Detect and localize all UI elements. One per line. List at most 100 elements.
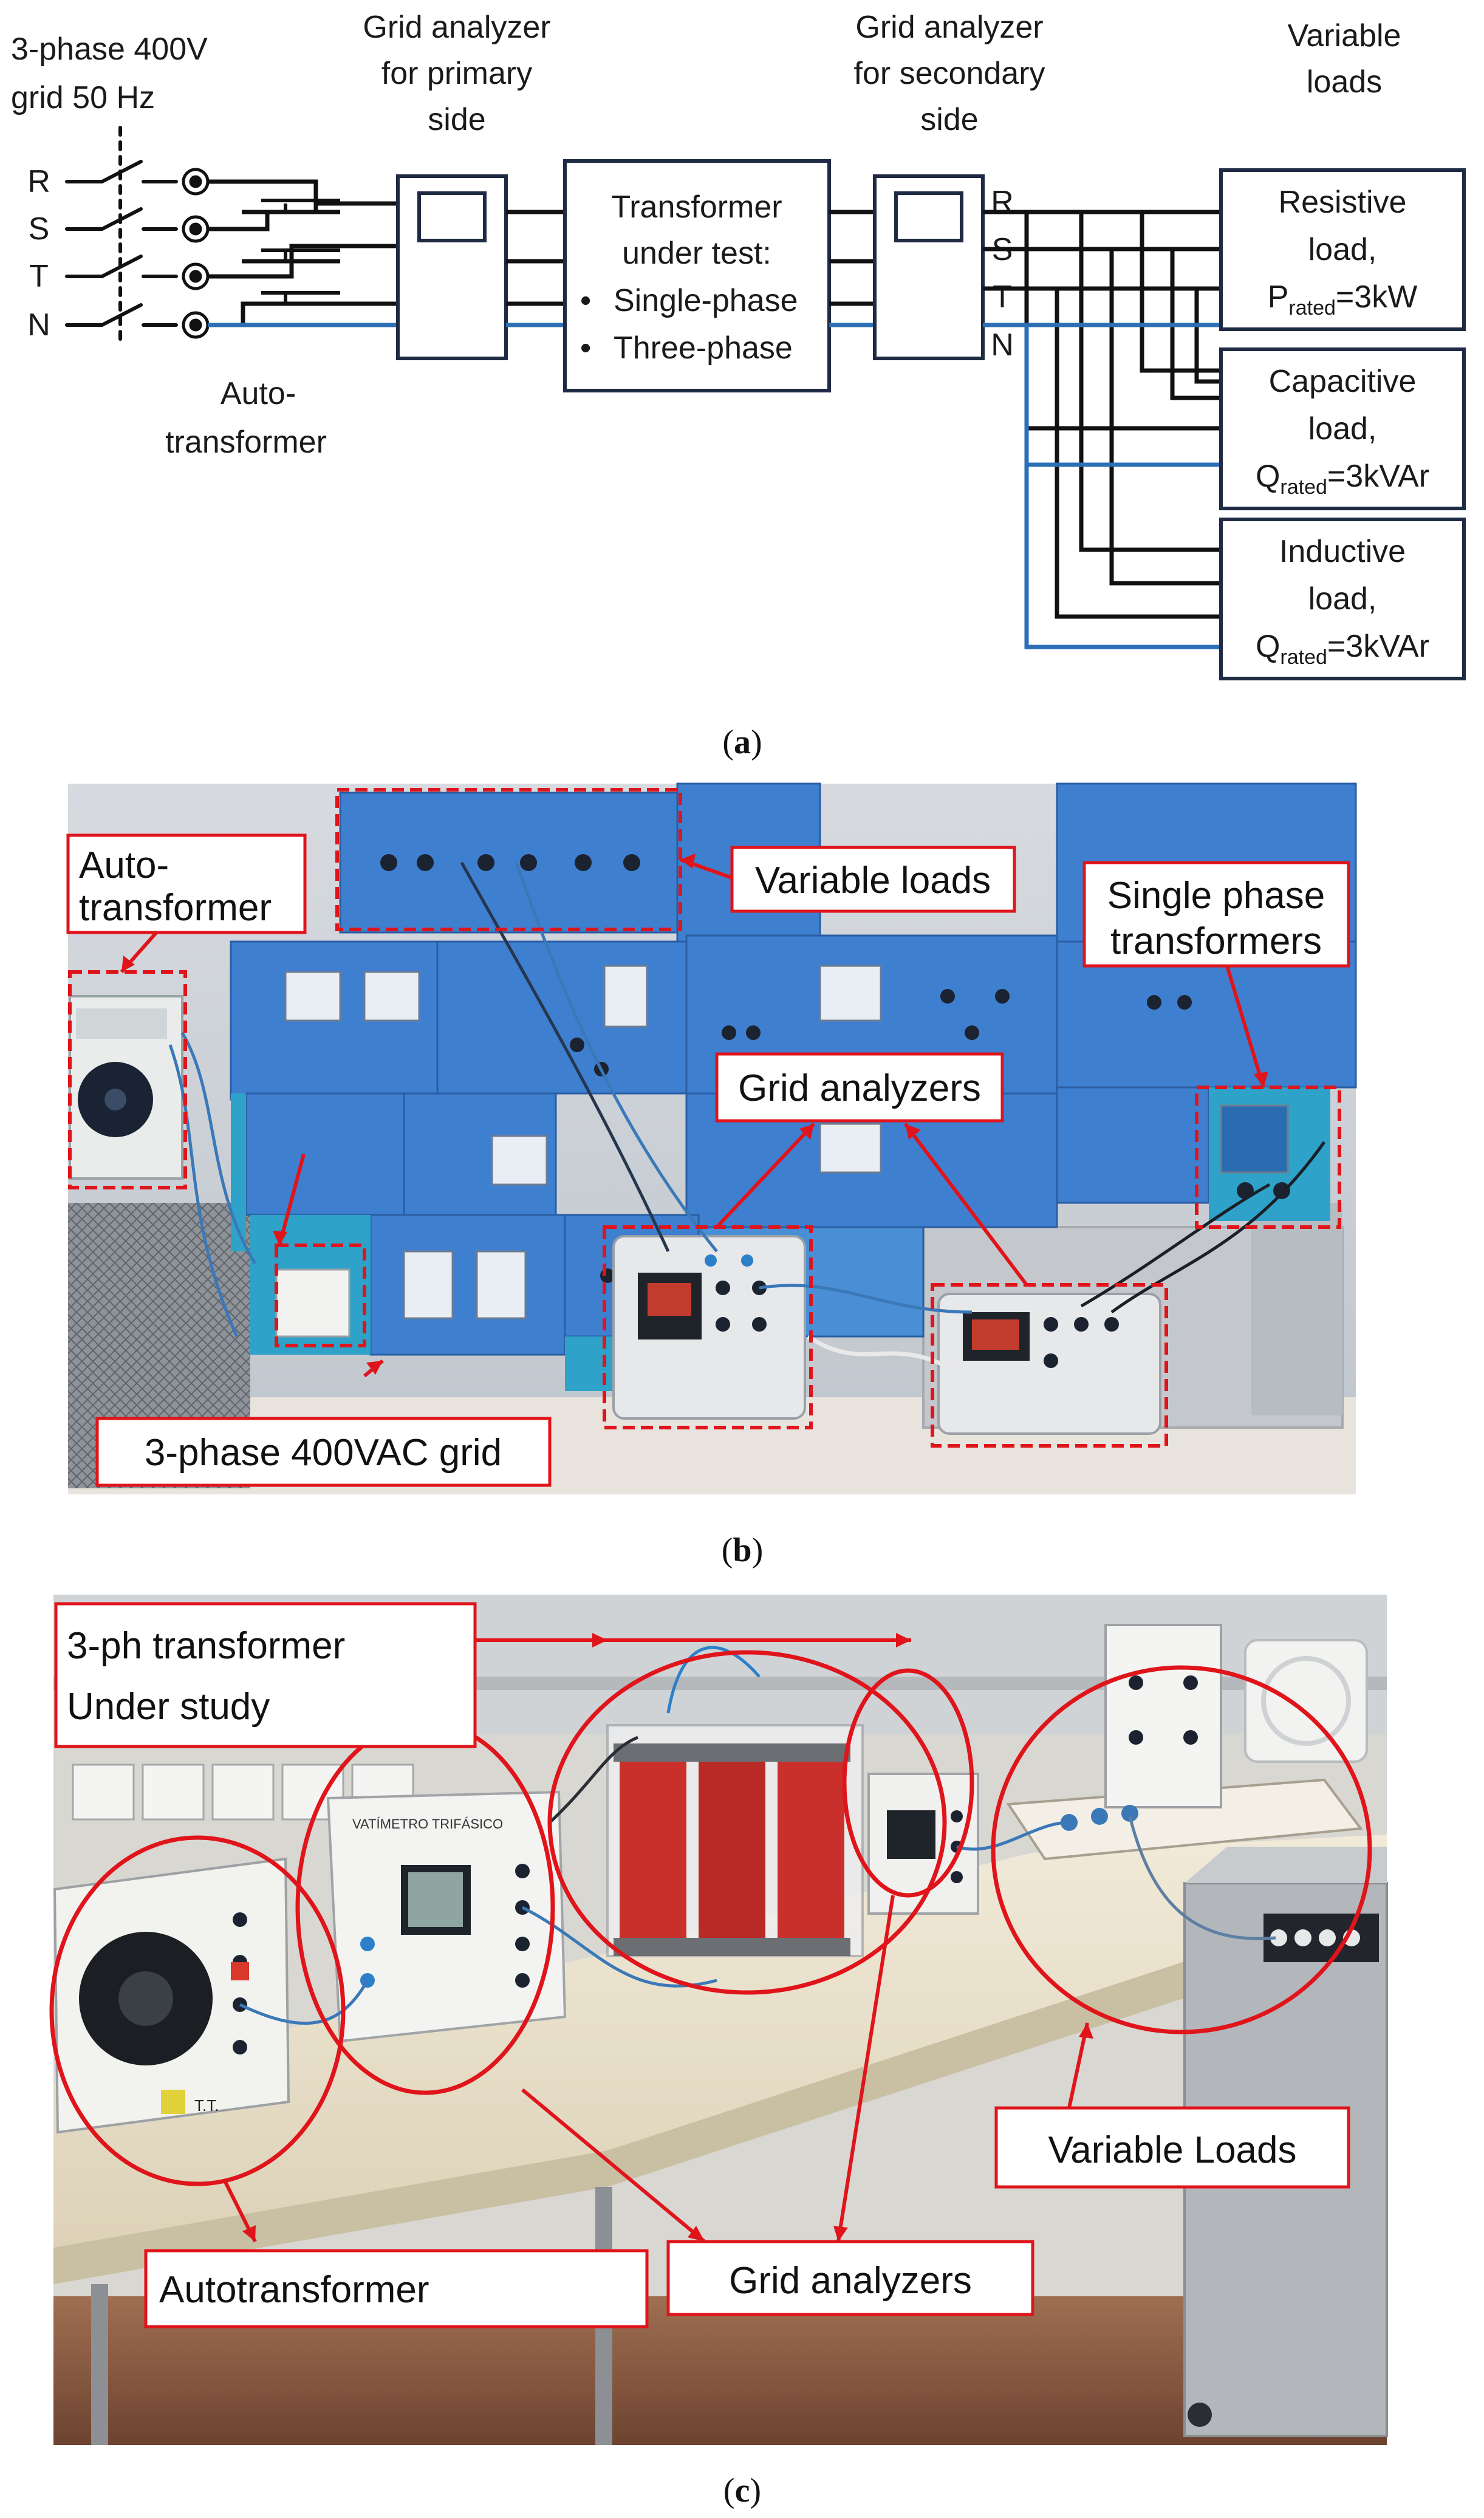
- three-phase-transformer: [606, 1724, 864, 1957]
- inductive-symbol: Q: [1256, 629, 1280, 664]
- resistive-line2: load,: [1308, 232, 1377, 267]
- caption-b-close: ): [752, 1531, 764, 1569]
- phase-label-n: N: [27, 307, 50, 343]
- analyzer-primary-line3: side: [428, 102, 485, 137]
- label-transformer-c-line1: 3-ph transformer: [67, 1625, 345, 1667]
- caption-c: (c): [723, 2472, 761, 2509]
- phase-label-t: T: [29, 259, 49, 294]
- capacitive-rating: Qrated=3kVAr: [1256, 459, 1429, 499]
- transformer-bullet-2: Three-phase: [614, 330, 793, 366]
- label-transformer-c-line2: Under study: [67, 1686, 270, 1728]
- callout-arrowheads-b: [121, 854, 1268, 1375]
- phase-label-r: R: [27, 164, 50, 199]
- secondary-phase-r: R: [991, 185, 1014, 220]
- inductive-line1: Inductive: [1279, 534, 1406, 569]
- load-neutral-wiring: [983, 323, 1221, 649]
- grid-label-line1: 3-phase 400V: [11, 32, 208, 67]
- bullet-icon: •: [580, 283, 591, 318]
- analyzer-box-2: [937, 1293, 1161, 1435]
- label-single-phase-b-line2: transformers: [1110, 920, 1322, 962]
- panel-a-schematic: 3-phase 400V grid 50 Hz R S T N: [11, 10, 1466, 761]
- resistive-load-box: Resistive load, Prated=3kW: [1219, 168, 1466, 331]
- label-grid-analyzers-b: Grid analyzers: [738, 1067, 981, 1109]
- autotransformer-taps: [261, 199, 340, 304]
- phase-label-s: S: [29, 211, 50, 247]
- primary-to-transformer-wiring: [506, 210, 565, 306]
- photo-c-cables: [239, 1646, 1276, 2025]
- inductive-line2: load,: [1308, 581, 1377, 617]
- panel-sockets: [380, 854, 1290, 1283]
- fan: [1244, 1639, 1368, 1763]
- analyzer-box-1: [612, 1235, 806, 1420]
- caption-b-letter: b: [733, 1531, 751, 1569]
- caption-b: (b): [722, 1531, 763, 1569]
- secondary-phase-n: N: [991, 327, 1014, 363]
- table-edge: [53, 1895, 1387, 2284]
- label-box-autotransformer-c: Autotransformer: [144, 2249, 649, 2328]
- label-autotransformer-b-line1: Auto-: [79, 844, 169, 886]
- metal-cabinet-side: [1251, 1203, 1342, 1415]
- resistive-value: =3kW: [1336, 279, 1417, 315]
- label-box-grid-b: 3-phase 400VAC grid: [95, 1417, 552, 1487]
- transformer-to-secondary-wiring: [829, 210, 875, 306]
- variable-loads-line1: Variable: [1288, 18, 1401, 53]
- resistive-line1: Resistive: [1279, 185, 1407, 220]
- autotransformer-label-line1: Auto-: [221, 376, 296, 411]
- label-variable-loads-b: Variable loads: [755, 860, 991, 901]
- resistive-sub: rated: [1288, 296, 1336, 320]
- caption-a-close: ): [751, 724, 762, 761]
- bullet-icon: •: [580, 330, 591, 366]
- load-wiring: [983, 210, 1221, 619]
- label-box-grid-analyzers-b: Grid analyzers: [715, 1052, 1004, 1123]
- analyzer-secondary-line1: Grid analyzer: [855, 10, 1043, 45]
- wattmeter-label: VATÍMETRO TRIFÁSICO: [352, 1816, 503, 1832]
- breaker-box: [275, 1268, 350, 1338]
- label-single-phase-b-line1: Single phase: [1107, 875, 1325, 917]
- label-box-grid-analyzers-c: Grid analyzers: [666, 2240, 1034, 2316]
- panel-b-photo: Auto- transformer Variable loads Single …: [66, 782, 1357, 1569]
- resistive-rating: Prated=3kW: [1268, 279, 1418, 320]
- label-grid-analyzers-c: Grid analyzers: [729, 2260, 972, 2302]
- label-box-variable-loads-b: Variable loads: [730, 846, 1016, 913]
- transformer-line1: Transformer: [611, 190, 782, 225]
- caption-c-close: ): [750, 2472, 761, 2509]
- capacitive-load-box: Capacitive load, Qrated=3kVAr: [1219, 347, 1466, 510]
- autotransformer-device-label: T.T.: [194, 2096, 219, 2115]
- caption-a-letter: a: [734, 724, 751, 761]
- dashed-callouts-b: [68, 788, 1341, 1448]
- grid-label-line2: grid 50 Hz: [11, 80, 155, 115]
- transformer-under-test: Transformer under test: • Single-phase •…: [563, 159, 831, 392]
- autotransformer-device: [69, 995, 183, 1180]
- analyzer-primary-screen: [417, 191, 487, 242]
- caption-a-open: (: [722, 724, 734, 761]
- grid-analyzer-primary: Grid analyzer for primary side: [363, 10, 551, 360]
- analyzer-primary-line2: for primary: [381, 56, 532, 91]
- variable-loads-line2: loads: [1307, 64, 1382, 100]
- analyzer-secondary-screen: [894, 191, 963, 242]
- transformer-bullet-1: Single-phase: [614, 283, 798, 318]
- inductive-load-box: Inductive load, Qrated=3kVAr: [1219, 518, 1466, 680]
- callout-arrowheads-c: [242, 1633, 1093, 2242]
- analyzer-secondary-line2: for secondary: [853, 56, 1045, 91]
- panel-c-photo: VATÍMETRO TRIFÁSICO T.T.: [49, 1595, 1388, 2509]
- transformer-line2: under test:: [622, 236, 771, 271]
- label-box-variable-loads-c: Variable Loads: [994, 2106, 1350, 2189]
- label-box-transformer-c: 3-ph transformer Under study: [54, 1602, 477, 1748]
- autotransformer-label-line2: transformer: [165, 425, 327, 460]
- table-top: [53, 1835, 1387, 2248]
- callout-ellipses-c: [49, 1650, 1372, 2186]
- label-variable-loads-c: Variable Loads: [1048, 2129, 1296, 2171]
- capacitive-line1: Capacitive: [1269, 364, 1417, 399]
- analyzer-secondary-line3: side: [920, 102, 978, 137]
- inductive-sub: rated: [1280, 646, 1327, 669]
- wattmeter-large: VATÍMETRO TRIFÁSICO: [326, 1790, 567, 2043]
- resistive-symbol: P: [1268, 279, 1289, 315]
- inductive-rating: Qrated=3kVAr: [1256, 629, 1429, 669]
- inductive-value: =3kVAr: [1327, 629, 1429, 664]
- analyzer-primary-line1: Grid analyzer: [363, 10, 550, 45]
- label-box-autotransformer-b: Auto- transformer: [66, 833, 307, 934]
- grid-analyzer-secondary: Grid analyzer for secondary side: [853, 10, 1045, 360]
- capacitive-sub: rated: [1280, 476, 1327, 499]
- label-autotransformer-c: Autotransformer: [159, 2269, 429, 2311]
